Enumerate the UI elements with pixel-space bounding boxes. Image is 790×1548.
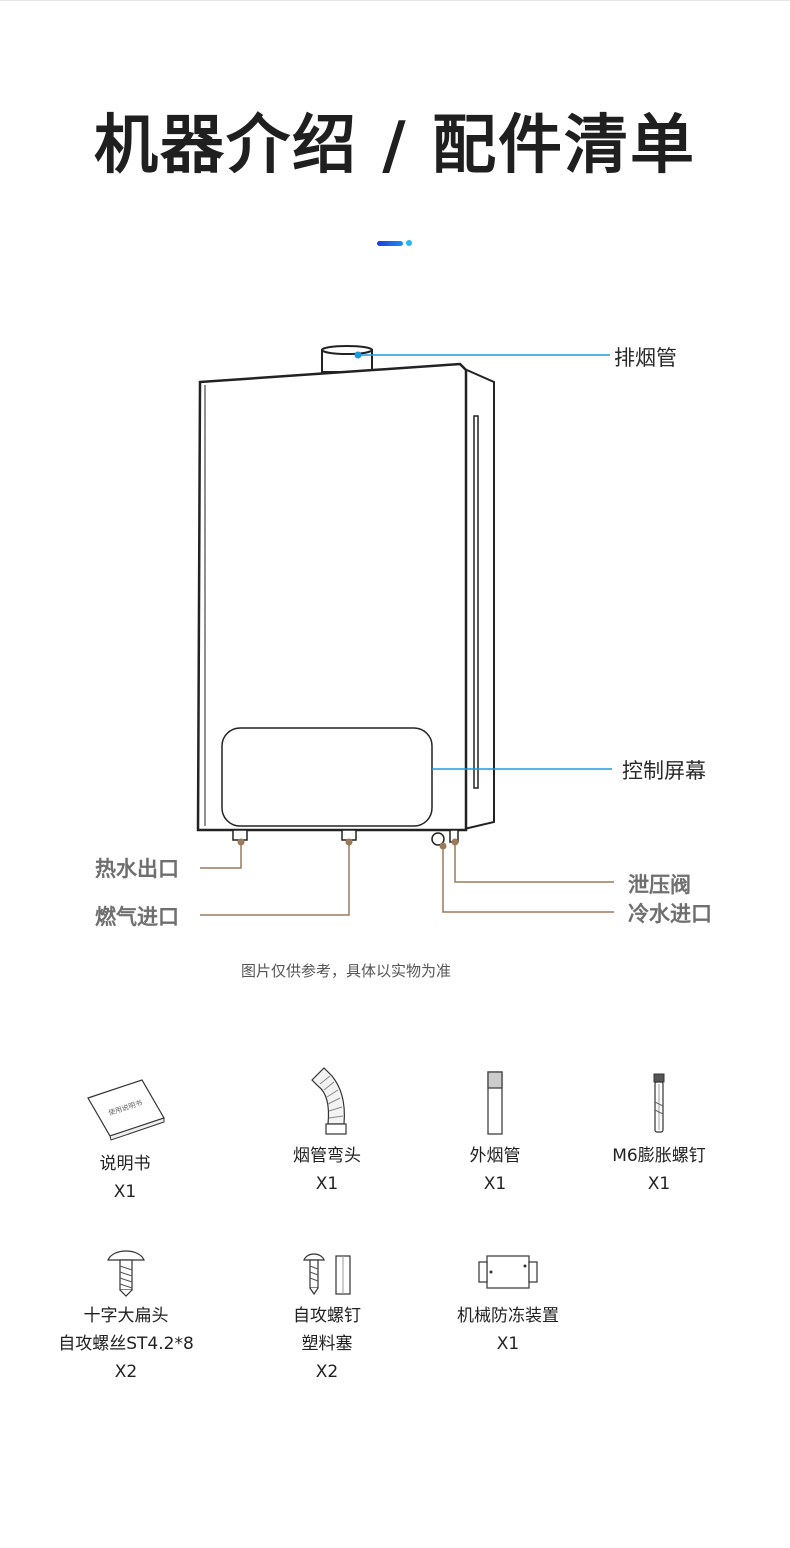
accessory-outer-flue-pipe: 外烟管 X1	[430, 1062, 560, 1198]
accessory-qty: X2	[315, 1362, 339, 1382]
hot-water-leader	[200, 842, 242, 869]
accessory-qty: X1	[496, 1334, 520, 1354]
disclaimer-caption: 图片仅供参考，具体以实物为准	[240, 962, 451, 980]
flue-elbow-icon	[311, 1067, 347, 1135]
accessory-name: M6膨胀螺钉	[612, 1146, 706, 1166]
hot-water-outlet-label: 热水出口	[95, 857, 179, 881]
accessory-qty: X1	[483, 1174, 507, 1194]
accessory-expansion-screw: M6膨胀螺钉 X1	[594, 1062, 724, 1198]
accessory-flat-head-screw: 十字大扁头 自攻螺丝ST4.2*8 X2	[40, 1246, 212, 1386]
accessory-name: 外烟管	[469, 1146, 521, 1166]
hot-water-connector	[232, 829, 248, 841]
title-accent-dot	[406, 240, 412, 246]
water-heater-illustration	[196, 345, 614, 916]
relief-valve-label: 泄压阀	[628, 873, 691, 897]
accessory-name: 说明书	[99, 1154, 151, 1174]
flue-pipe-label: 排烟管	[614, 346, 677, 370]
cold-water-leader	[442, 846, 614, 913]
tapping-screw-plug-icon	[303, 1253, 351, 1296]
cold-water-inlet-label: 冷水进口	[628, 902, 712, 926]
outer-flue-pipe-icon	[487, 1071, 503, 1135]
accessory-name: 机械防冻装置	[457, 1306, 559, 1326]
expansion-screw-icon	[653, 1073, 665, 1133]
gas-inlet-label: 燃气进口	[95, 905, 179, 929]
relief-valve-leader	[454, 842, 614, 883]
flat-head-screw-icon	[107, 1250, 145, 1297]
heater-diagram: 排烟管 控制屏幕 热水出口 燃气进口 泄压阀 冷水进口	[0, 330, 790, 950]
cold-water-connector	[431, 832, 445, 846]
heater-front-body	[196, 362, 468, 832]
accessory-name: 烟管弯头	[293, 1146, 361, 1166]
accessory-name-line2: 塑料塞	[301, 1334, 353, 1354]
antifreeze-device-icon	[478, 1255, 538, 1289]
accessory-qty: X2	[114, 1362, 138, 1382]
accessory-antifreeze-device: 机械防冻装置 X1	[436, 1246, 580, 1358]
page-title: 机器介绍 / 配件清单	[94, 109, 696, 183]
gas-inlet-leader	[200, 842, 350, 916]
manual-icon: 使用说明书	[87, 1079, 165, 1141]
accessory-name-line2: 自攻螺丝ST4.2*8	[58, 1334, 194, 1354]
accessory-qty: X1	[647, 1174, 671, 1194]
top-divider	[0, 0, 790, 1]
accessory-flue-elbow: 烟管弯头 X1	[262, 1062, 392, 1198]
accessory-qty: X1	[113, 1182, 137, 1202]
accessory-tapping-screw-plug: 自攻螺钉 塑料塞 X2	[262, 1246, 392, 1386]
title-accent-bar	[377, 241, 403, 246]
control-screen-shape	[221, 727, 433, 827]
accessory-name: 自攻螺钉	[293, 1306, 361, 1326]
accessory-name: 十字大扁头	[83, 1306, 169, 1326]
control-screen-label: 控制屏幕	[622, 759, 706, 783]
accessory-manual: 使用说明书 说明书 X1	[60, 1070, 190, 1206]
accessory-qty: X1	[315, 1174, 339, 1194]
